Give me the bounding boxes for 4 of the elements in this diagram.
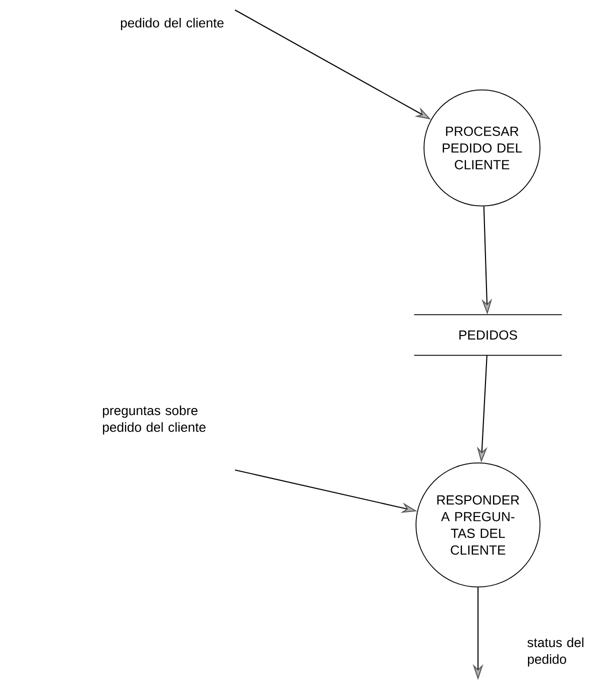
- data-store: PEDIDOS: [414, 314, 562, 356]
- edge-label: pedido del cliente: [120, 18, 224, 30]
- edge-label: status del pedido: [527, 638, 584, 666]
- edge-label: preguntas sobre pedido del cliente: [102, 406, 206, 434]
